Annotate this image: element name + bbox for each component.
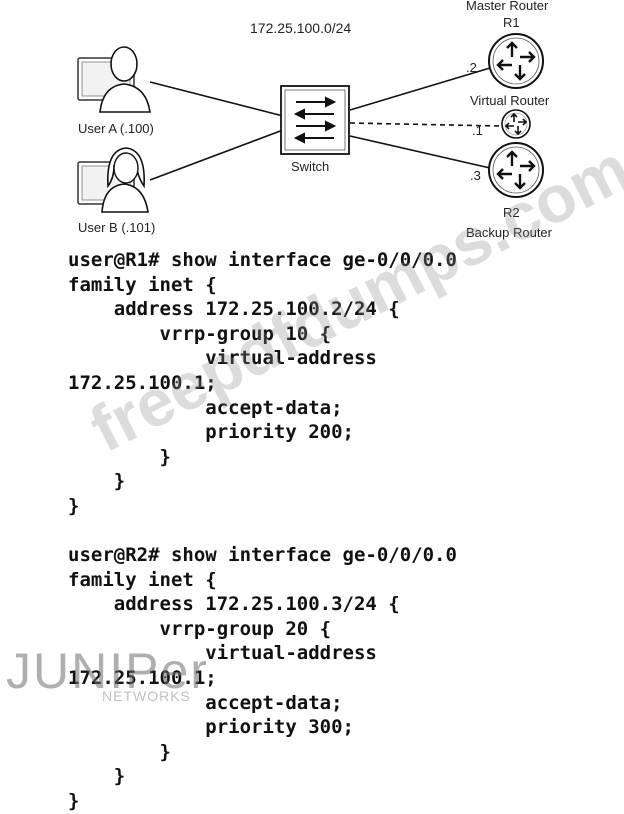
config-line: } xyxy=(159,740,171,763)
config-line: } xyxy=(159,445,171,468)
link-userb-switch xyxy=(149,129,284,181)
link-switch-virtual xyxy=(349,122,501,127)
config-line: user@R2# show interface ge-0/0/0.0 xyxy=(68,544,457,566)
user-a-label: User A (.100) xyxy=(78,121,154,136)
config-line: } xyxy=(113,470,126,493)
config-line: } xyxy=(113,765,126,788)
user-female-icon xyxy=(77,147,149,213)
config-line: vrrp-group 10 { xyxy=(159,322,332,345)
subnet-label: 172.25.100.0/24 xyxy=(250,20,351,36)
config-line: 172.25.100.1; xyxy=(68,666,217,689)
config-line: priority 200; xyxy=(205,421,354,444)
switch-icon xyxy=(280,85,350,155)
switch-label: Switch xyxy=(291,159,329,174)
logo-sub: NETWORKS xyxy=(102,688,191,704)
config-line: priority 300; xyxy=(205,716,354,739)
user-male-icon xyxy=(77,46,151,113)
link-switch-r2 xyxy=(349,135,491,169)
config-line: user@R1# show interface ge-0/0/0.0 xyxy=(68,249,457,271)
network-diagram: User A (.100) User B (.101) 172.25.100.0… xyxy=(77,0,553,240)
config-line: } xyxy=(68,494,80,517)
config-line: address 172.25.100.2/24 { xyxy=(113,298,400,321)
config-line: 172.25.100.1; xyxy=(68,371,217,394)
juniper-logo: JUNIPer NETWORKS xyxy=(6,646,209,704)
link-usera-switch xyxy=(149,81,284,117)
config-line: address 172.25.100.3/24 { xyxy=(113,593,400,616)
r1-label: R1 xyxy=(503,15,520,30)
virtual-router-label: Virtual Router xyxy=(470,93,550,108)
router-icon xyxy=(488,142,544,198)
config-line: family inet { xyxy=(68,568,217,591)
config-line: vrrp-group 20 { xyxy=(159,617,332,640)
r1-address-label: .2 xyxy=(466,60,477,75)
config-line: accept-data; xyxy=(205,396,343,419)
user-b-label: User B (.101) xyxy=(78,220,155,235)
config-line: virtual-address xyxy=(205,347,377,370)
r1-config-block: user@R1# show interface ge-0/0/0.0 famil… xyxy=(68,248,457,519)
logo-word: JUNIPer xyxy=(6,643,209,699)
config-line: family inet { xyxy=(68,273,217,296)
config-line: accept-data; xyxy=(205,691,343,714)
config-line: } xyxy=(68,789,80,812)
config-line: virtual-address xyxy=(205,642,377,665)
virtual-router-icon xyxy=(501,109,531,139)
virtual-address-label: .1 xyxy=(472,123,483,138)
link-switch-r1 xyxy=(349,67,491,111)
r2-label: R2 xyxy=(503,205,520,220)
r2-address-label: .3 xyxy=(470,168,481,183)
r2-config-block: user@R2# show interface ge-0/0/0.0 famil… xyxy=(68,543,457,814)
backup-router-label: Backup Router xyxy=(466,225,553,240)
master-router-label: Master Router xyxy=(466,0,549,13)
router-icon xyxy=(488,33,544,89)
